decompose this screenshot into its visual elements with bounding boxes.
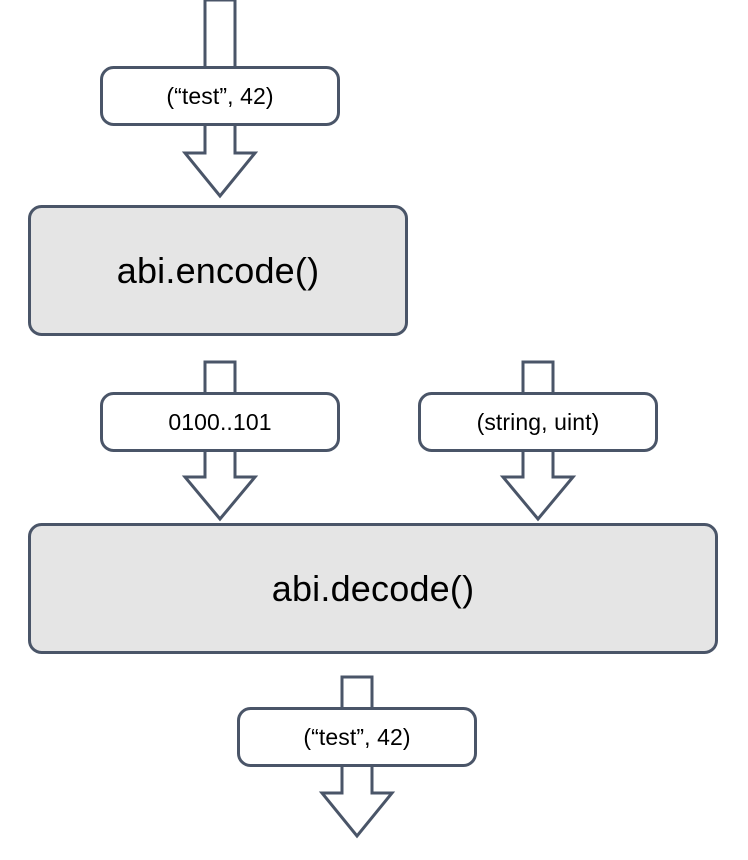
node-output-tuple <box>237 707 477 767</box>
flow-arrow <box>181 126 259 199</box>
flow-arrow <box>499 452 577 522</box>
node-encoded-bytes <box>100 392 340 452</box>
flow-arrow <box>181 452 259 522</box>
node-type-tuple <box>418 392 658 452</box>
flow-stem <box>340 675 374 707</box>
flow-arrow <box>318 767 396 839</box>
flow-stem <box>521 360 555 392</box>
node-input-tuple <box>100 66 340 126</box>
node-abi-decode <box>28 523 718 654</box>
node-abi-encode <box>28 205 408 336</box>
flow-stem <box>203 0 237 66</box>
flow-stem <box>203 360 237 392</box>
